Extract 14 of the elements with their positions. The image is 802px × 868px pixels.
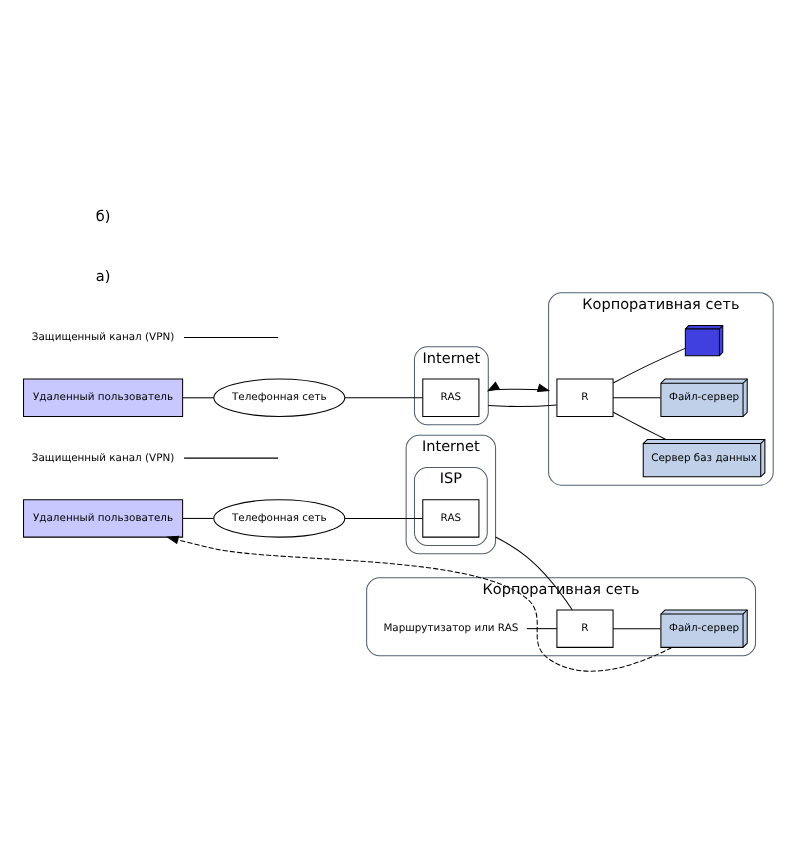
connector — [486, 403, 556, 406]
connector — [343, 516, 423, 518]
connector — [182, 336, 278, 337]
arrow — [485, 380, 550, 391]
connector — [181, 516, 214, 518]
connector — [611, 396, 660, 398]
connector — [611, 346, 685, 383]
connector — [343, 396, 423, 398]
connector — [525, 627, 557, 629]
connector — [611, 410, 665, 439]
arrow — [165, 534, 672, 671]
connector — [181, 396, 214, 398]
connector — [611, 627, 660, 629]
connector — [182, 456, 278, 458]
